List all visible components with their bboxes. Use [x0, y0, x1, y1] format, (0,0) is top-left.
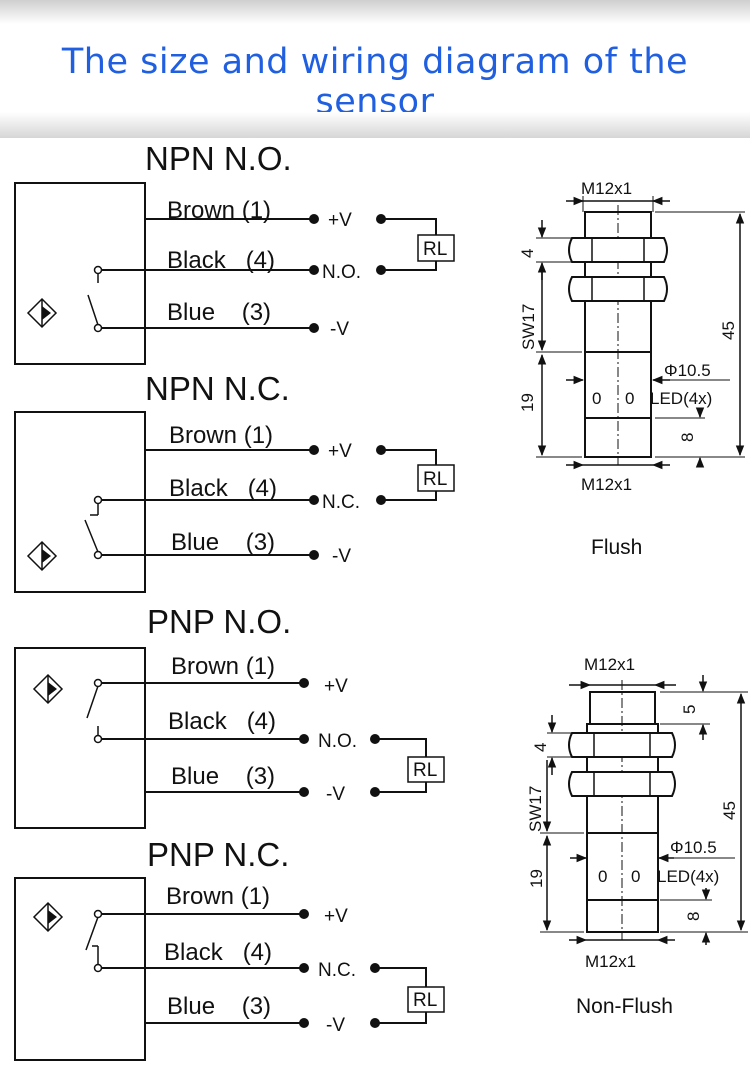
- svg-text:Brown (1): Brown (1): [167, 197, 271, 224]
- svg-text:-V: -V: [326, 784, 345, 805]
- svg-text:+V: +V: [324, 906, 348, 927]
- svg-text:M12x1: M12x1: [581, 179, 632, 198]
- sensor-coil-icon: [32, 673, 64, 705]
- svg-text:LED(4x): LED(4x): [657, 867, 719, 886]
- svg-text:4: 4: [518, 249, 537, 258]
- wiring-title: NPN N.O.: [145, 140, 292, 177]
- svg-text:Φ10.5: Φ10.5: [670, 838, 717, 857]
- hex-nut: [568, 771, 676, 797]
- wiring-pnp-nc: PNP N.C. RL Brown (1) Black (4) Blue (3): [14, 836, 445, 1061]
- svg-text:N.C.: N.C.: [318, 960, 356, 981]
- svg-text:RL: RL: [413, 990, 437, 1011]
- svg-text:Black (4): Black (4): [169, 475, 277, 502]
- wiring-title: NPN N.C.: [145, 370, 290, 407]
- switch-symbol: [86, 678, 103, 744]
- sensor-coil-icon: [26, 297, 58, 329]
- svg-text:M12x1: M12x1: [581, 475, 632, 494]
- switch-symbol: [85, 909, 103, 973]
- svg-text:8: 8: [678, 433, 697, 442]
- title-shade-band: [0, 112, 750, 138]
- svg-text:Blue (3): Blue (3): [171, 763, 275, 790]
- svg-text:0: 0: [592, 389, 601, 408]
- svg-text:LED(4x): LED(4x): [650, 389, 712, 408]
- top-shade-band: [0, 0, 750, 24]
- svg-text:0: 0: [598, 867, 607, 886]
- wiring-title: PNP N.O.: [147, 603, 291, 640]
- svg-text:RL: RL: [423, 239, 447, 260]
- load-resistor: [407, 756, 445, 783]
- svg-text:Blue (3): Blue (3): [171, 529, 275, 556]
- load-resistor: [407, 986, 445, 1013]
- svg-text:Brown (1): Brown (1): [169, 422, 273, 449]
- svg-text:+V: +V: [324, 676, 348, 697]
- svg-text:RL: RL: [413, 760, 437, 781]
- svg-text:-V: -V: [332, 546, 351, 567]
- page-title: The size and wiring diagram of the senso…: [61, 42, 689, 122]
- switch-symbol: [87, 265, 103, 333]
- svg-text:Blue (3): Blue (3): [167, 993, 271, 1020]
- svg-text:5: 5: [680, 705, 699, 714]
- wiring-npn-no: NPN N.O. RL Brown (1) Black (4) Blue (3)…: [14, 140, 455, 365]
- wiring-title: PNP N.C.: [147, 836, 289, 873]
- svg-text:M12x1: M12x1: [584, 655, 635, 674]
- svg-text:Black (4): Black (4): [168, 708, 276, 735]
- sensor-box: [14, 182, 146, 365]
- drawing-caption: Non-Flush: [576, 995, 673, 1018]
- hex-nut: [568, 732, 676, 758]
- svg-text:+V: +V: [328, 210, 352, 231]
- sensor-coil-icon: [32, 901, 64, 933]
- svg-text:N.O.: N.O.: [322, 262, 361, 283]
- svg-text:+V: +V: [328, 441, 352, 462]
- load-resistor: [417, 464, 455, 492]
- svg-text:Black (4): Black (4): [164, 939, 272, 966]
- svg-text:45: 45: [719, 321, 738, 340]
- svg-text:0: 0: [625, 389, 634, 408]
- svg-text:8: 8: [684, 912, 703, 921]
- load-resistor: [417, 234, 455, 262]
- svg-text:45: 45: [720, 801, 739, 820]
- wiring-npn-nc: NPN N.C. RL Brown (1) Black (4) Blue (3): [14, 370, 455, 593]
- hex-nut: [568, 276, 668, 302]
- svg-text:19: 19: [527, 869, 546, 888]
- svg-text:19: 19: [518, 393, 537, 412]
- svg-text:Φ10.5: Φ10.5: [664, 361, 711, 380]
- wiring-pnp-no: PNP N.O. RL Brown (1) Black (4) Blue (3)…: [14, 603, 445, 829]
- svg-text:M12x1: M12x1: [585, 952, 636, 971]
- hex-nut: [568, 237, 668, 263]
- svg-text:SW17: SW17: [519, 304, 538, 350]
- svg-text:N.C.: N.C.: [322, 492, 360, 513]
- svg-text:RL: RL: [423, 469, 447, 490]
- sensor-coil-icon: [26, 540, 58, 572]
- svg-text:0: 0: [631, 867, 640, 886]
- svg-text:Brown (1): Brown (1): [171, 653, 275, 680]
- dimension-drawing-flush: M12x1 0 0 4 SW17 19 4: [518, 179, 745, 559]
- svg-text:Brown (1): Brown (1): [166, 883, 270, 910]
- sensor-box: [14, 411, 146, 593]
- drawing-caption: Flush: [591, 536, 642, 559]
- svg-text:4: 4: [531, 743, 550, 752]
- dimension-drawing-non-flush: M12x1 5 0 0 4 SW17 19: [526, 655, 748, 1018]
- svg-text:-V: -V: [330, 319, 349, 340]
- switch-symbol: [84, 495, 103, 560]
- svg-text:-V: -V: [326, 1015, 345, 1036]
- svg-text:Black (4): Black (4): [167, 247, 275, 274]
- svg-text:N.O.: N.O.: [318, 731, 357, 752]
- svg-text:SW17: SW17: [526, 786, 545, 832]
- svg-text:Blue (3): Blue (3): [167, 299, 271, 326]
